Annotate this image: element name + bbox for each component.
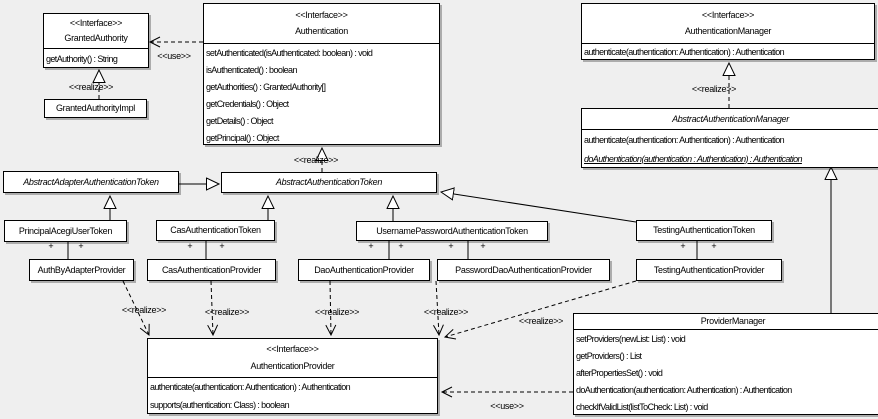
class-dao-authentication-provider: DaoAuthenticationProvider: [298, 259, 430, 281]
method: supports(authentication: Class) : boolea…: [150, 400, 290, 410]
realize-label: <<realize>>: [204, 307, 250, 317]
class-name: PrincipalAcegiUserToken: [18, 225, 113, 236]
method-list: authenticate(authentication: Authenticat…: [582, 43, 874, 60]
class-password-dao-authentication-provider: PasswordDaoAuthenticationProvider: [437, 259, 610, 281]
class-name: AuthenticationManager: [684, 26, 772, 37]
class-name: ProviderManager: [700, 316, 766, 326]
stereotype: <<Interface>>: [69, 18, 123, 28]
realize-label: <<realize>>: [121, 305, 167, 315]
class-header: ProviderManager: [574, 314, 878, 329]
stereotype: <<Interface>>: [266, 344, 319, 355]
class-name: GrantedAuthorityImpl: [55, 103, 136, 113]
realize-label: <<realize>>: [293, 155, 339, 165]
multiplicity-plus: +: [219, 241, 225, 251]
generalization-testing-token: [441, 192, 637, 223]
method: setAuthenticated(isAuthenticated: boolea…: [206, 47, 373, 58]
method: getAuthorities() : GrantedAuthority[]: [206, 81, 326, 92]
method-list: setAuthenticated(isAuthenticated: boolea…: [204, 43, 439, 146]
class-granted-authority: <<Interface>> GrantedAuthority getAuthor…: [43, 13, 149, 68]
realize-label: <<realize>>: [314, 307, 360, 317]
realize-label: <<realize>>: [691, 84, 737, 94]
realize-dao-authentication-provider: [325, 280, 337, 337]
class-authentication: <<Interface>> Authentication setAuthenti…: [203, 3, 440, 145]
class-header: <<Interface>> AuthenticationManager: [582, 4, 874, 43]
class-name: AuthenticationProvider: [250, 360, 335, 371]
method: getAuthority() : String: [46, 53, 118, 64]
class-name: AbstractAuthenticationToken: [275, 177, 383, 187]
class-name: TestingAuthenticationToken: [653, 225, 755, 235]
multiplicity-plus: +: [398, 241, 404, 251]
realize-cas-authentication-provider: [207, 280, 219, 337]
class-name: PasswordDaoAuthenticationProvider: [455, 264, 592, 275]
realize-label: <<realize>>: [518, 316, 564, 326]
class-auth-by-adapter-provider: AuthByAdapterProvider: [29, 259, 134, 281]
class-name: CasAuthenticationToken: [170, 225, 261, 235]
class-testing-authentication-provider: TestingAuthenticationProvider: [636, 259, 782, 281]
class-name: UsernamePasswordAuthenticationToken: [376, 225, 528, 236]
class-principal-acegi-user-token: PrincipalAcegiUserToken: [4, 220, 127, 242]
class-abstract-authentication-token: AbstractAuthenticationToken: [221, 172, 437, 193]
method: isAuthenticated() : boolean: [206, 64, 297, 75]
method: checkIfValidList(listToCheck: List) : vo…: [576, 401, 708, 412]
class-name: AuthByAdapterProvider: [37, 264, 126, 275]
multiplicity-plus: +: [711, 241, 717, 251]
realize-password-dao-authentication-provider: [433, 280, 444, 337]
class-cas-authentication-provider: CasAuthenticationProvider: [147, 259, 276, 281]
multiplicity-plus: +: [448, 241, 454, 251]
method: afterPropertiesSet() : void: [576, 367, 663, 378]
method: getPrincipal() : Object: [206, 132, 279, 143]
multiplicity-plus: +: [680, 241, 686, 251]
method-list: authenticate(authentication: Authenticat…: [148, 377, 437, 414]
realize-label: <<realize>>: [68, 82, 114, 92]
class-name: AbstractAdapterAuthenticationToken: [23, 176, 159, 187]
method: setProviders(newList: List) : void: [576, 333, 686, 344]
class-header: AbstractAuthenticationManager: [582, 109, 878, 129]
multiplicity-plus: +: [78, 241, 84, 251]
multiplicity-plus: +: [480, 241, 486, 251]
class-name: DaoAuthenticationProvider: [314, 264, 414, 275]
stereotype: <<Interface>>: [295, 9, 348, 20]
class-name: TestingAuthenticationProvider: [653, 264, 765, 275]
class-provider-manager: ProviderManager setProviders(newList: Li…: [573, 313, 878, 415]
class-name: GrantedAuthority: [64, 33, 128, 43]
method: getDetails() : Object: [206, 115, 274, 126]
class-authentication-provider: <<Interface>> AuthenticationProvider aut…: [147, 338, 438, 414]
class-name: CasAuthenticationProvider: [161, 264, 262, 275]
method-list: authenticate(authentication: Authenticat…: [582, 129, 878, 168]
class-authentication-manager: <<Interface>> AuthenticationManager auth…: [581, 3, 875, 60]
method: getProviders() : List: [576, 350, 642, 361]
abstract-method: doAuthentication(authentication : Authen…: [584, 153, 803, 164]
class-testing-authentication-token: TestingAuthenticationToken: [636, 220, 772, 241]
class-header: <<Interface>> AuthenticationProvider: [148, 339, 437, 377]
method-list: getAuthority() : String: [44, 48, 148, 68]
class-header: <<Interface>> GrantedAuthority: [44, 14, 148, 48]
multiplicity-plus: +: [368, 241, 374, 251]
class-header: <<Interface>> Authentication: [204, 4, 439, 43]
method-list: setProviders(newList: List) : void getPr…: [574, 329, 878, 415]
method: authenticate(authentication: Authenticat…: [150, 382, 351, 392]
multiplicity-plus: +: [48, 241, 54, 251]
class-name: AbstractAuthenticationManager: [672, 113, 789, 124]
method: authenticate(authentication: Authenticat…: [584, 47, 785, 57]
class-username-password-authentication-token: UsernamePasswordAuthenticationToken: [356, 221, 548, 241]
method: getCredentials() : Object: [206, 98, 289, 109]
class-name: Authentication: [295, 26, 348, 37]
realize-label: <<realize>>: [423, 307, 469, 317]
realize-testing-authentication-provider: [443, 280, 637, 340]
use-label: <<use>>: [157, 51, 191, 61]
method: doAuthentication(authentication: Authent…: [576, 384, 792, 395]
class-cas-authentication-token: CasAuthenticationToken: [156, 220, 275, 241]
class-abstract-adapter-authentication-token: AbstractAdapterAuthenticationToken: [3, 171, 179, 193]
class-abstract-authentication-manager: AbstractAuthenticationManager authentica…: [581, 108, 878, 168]
class-granted-authority-impl: GrantedAuthorityImpl: [44, 99, 147, 118]
method: authenticate(authentication: Authenticat…: [584, 134, 785, 145]
use-label: <<use>>: [490, 401, 524, 411]
realize-auth-by-adapter-provider: [122, 280, 150, 337]
stereotype: <<Interface>>: [701, 9, 755, 20]
multiplicity-plus: +: [187, 241, 193, 251]
